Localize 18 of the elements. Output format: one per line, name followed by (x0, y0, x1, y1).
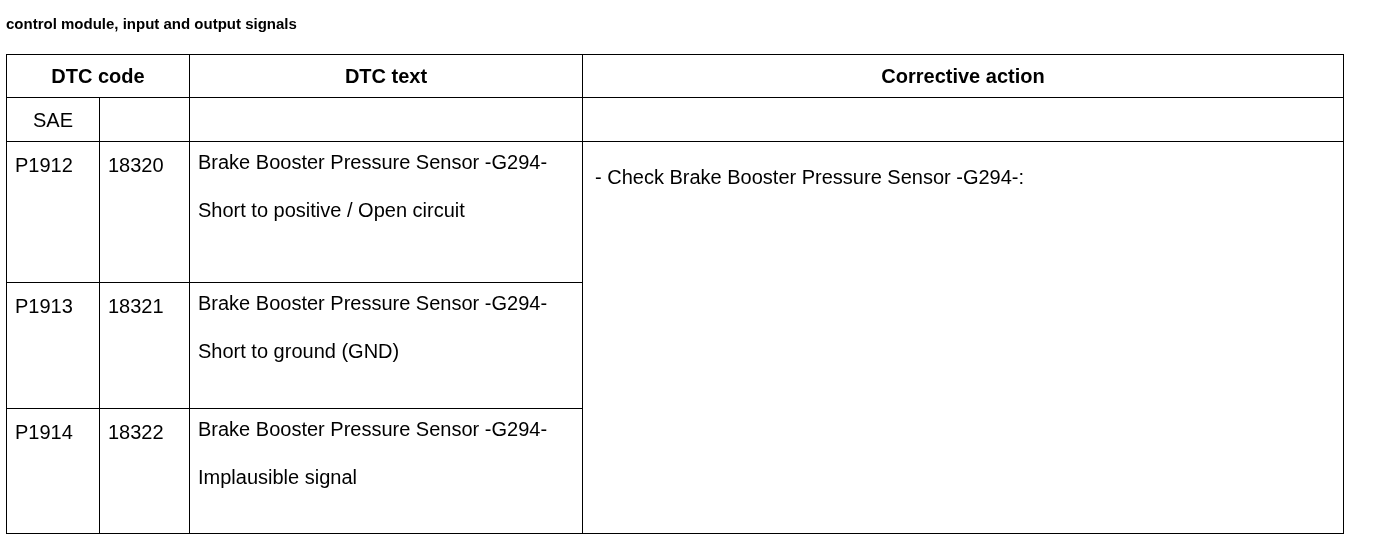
column-header: DTC text (343, 64, 429, 89)
column-header: DTC code (50, 64, 146, 89)
sae-code: P1912 (15, 153, 74, 178)
dtc-text: Brake Booster Pressure Sensor -G294- (198, 150, 549, 174)
dtc-number: 18320 (108, 153, 165, 178)
dtc-text: Short to ground (GND) (198, 339, 401, 363)
dtc-text: Implausible signal (198, 465, 358, 489)
title: control module, input and output signals (6, 14, 297, 34)
sae-code: P1913 (15, 294, 74, 319)
dtc-number: 18321 (108, 294, 165, 319)
dtc-text: Brake Booster Pressure Sensor -G294- (198, 291, 549, 315)
corrective-action: - Check Brake Booster Pressure Sensor -G294-: (595, 165, 1026, 190)
dtc-text: Short to positive / Open circuit (198, 198, 466, 222)
sae-code: P1914 (15, 420, 74, 445)
dtc-number: 18322 (108, 420, 165, 445)
column-header: SAE (32, 107, 74, 133)
dtc-text: Brake Booster Pressure Sensor -G294- (198, 417, 549, 441)
column-header: Corrective action (880, 64, 1046, 89)
